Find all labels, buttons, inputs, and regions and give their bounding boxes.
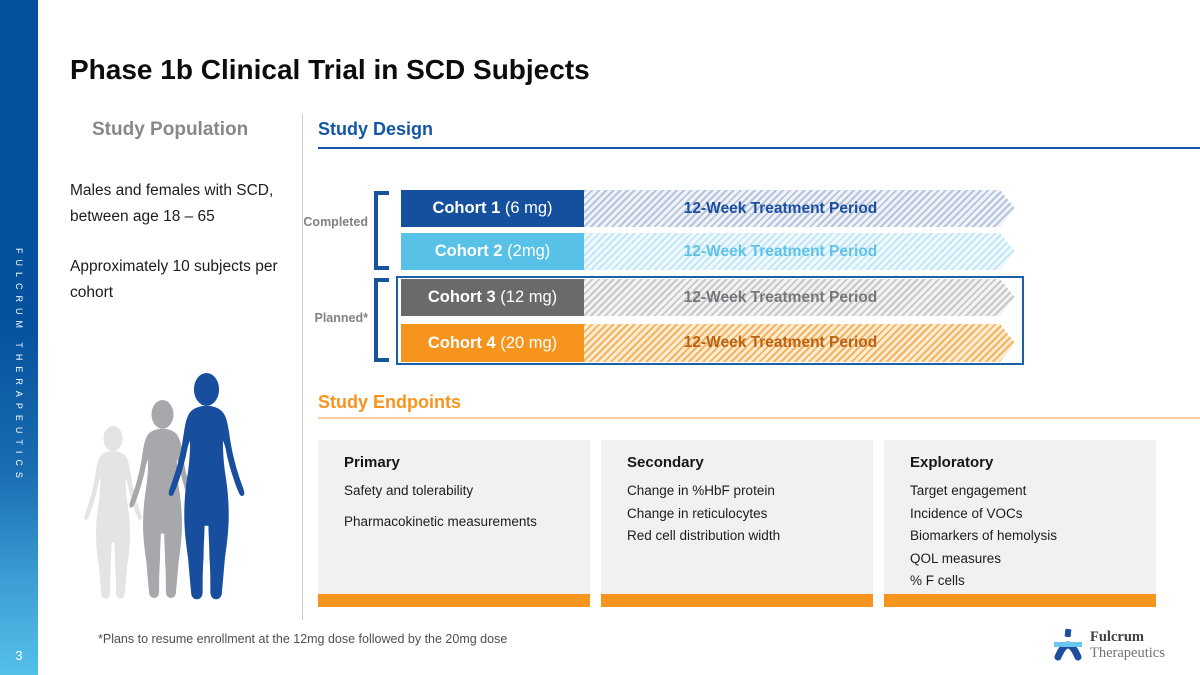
card-accent-bar	[884, 594, 1156, 607]
card-accent-bar	[318, 594, 590, 607]
endpoint-item: Incidence of VOCs	[910, 505, 1023, 521]
planned-cohorts-outline	[396, 276, 1024, 365]
population-description: Males and females with SCD, between age …	[70, 182, 274, 225]
cohort-3-dose: (12 mg)	[500, 288, 558, 306]
card-title-primary: Primary	[344, 454, 400, 471]
endpoint-item: Change in reticulocytes	[627, 505, 768, 521]
cohort-4-treatment-period: 12-Week Treatment Period	[584, 324, 1015, 362]
study-endpoints-heading: Study Endpoints	[318, 392, 461, 412]
cohort-2-dose: (2mg)	[507, 242, 551, 260]
card-title-secondary: Secondary	[627, 454, 704, 471]
vertical-divider	[302, 114, 303, 620]
card-accent-bar	[601, 594, 873, 607]
cohort-2-name: Cohort 2	[434, 242, 503, 260]
cohort-2-treatment-period: 12-Week Treatment Period	[584, 233, 1015, 270]
study-design-underline	[318, 147, 1200, 149]
endpoint-card-secondary: Secondary Change in %HbF protein Change …	[601, 440, 873, 607]
completed-bracket	[374, 191, 389, 270]
endpoint-item: Safety and tolerability	[344, 483, 474, 498]
endpoint-cards: Primary Safety and tolerability Pharmaco…	[318, 440, 1156, 607]
population-cohort-size: Approximately 10 subjects per cohort	[70, 258, 278, 301]
cohort-1-label: Cohort 1 (6 mg)	[401, 190, 584, 227]
fulcrum-logo-text: Fulcrum Therapeutics	[1090, 629, 1165, 661]
cohort-1-treatment-period: 12-Week Treatment Period	[584, 190, 1015, 227]
group-label-planned: Planned*	[314, 311, 369, 325]
endpoint-item: % F cells	[910, 573, 965, 588]
study-population-heading: Study Population	[92, 119, 249, 140]
sidebar-brand-text: FULCRUM THERAPEUTICS	[14, 248, 24, 484]
fulcrum-logo: Fulcrum Therapeutics	[1054, 628, 1165, 662]
human-silhouette-icon-large	[168, 373, 245, 600]
cohort-4-name: Cohort 4	[427, 333, 496, 352]
cohort-2-label: Cohort 2 (2mg)	[401, 233, 584, 270]
cohort-4-label: Cohort 4 (20 mg)	[401, 324, 584, 362]
endpoint-item: Change in %HbF protein	[627, 483, 775, 498]
study-endpoints-underline	[318, 417, 1200, 419]
logo-name: Fulcrum	[1090, 629, 1144, 645]
endpoint-card-exploratory: Exploratory Target engagement Incidence …	[884, 440, 1156, 607]
fulcrum-logo-icon	[1054, 628, 1082, 661]
cohort-3-name: Cohort 3	[427, 288, 496, 306]
page-number: 3	[15, 648, 23, 663]
cohort-1-dose: (6 mg)	[504, 199, 553, 217]
endpoint-item: QOL measures	[910, 550, 1002, 566]
cohort-row-1: Cohort 1 (6 mg) 12-Week Treatment Period	[401, 190, 1015, 227]
cohort-row-3: Cohort 3 (12 mg) 12-Week Treatment Perio…	[401, 279, 1015, 316]
endpoint-card-primary: Primary Safety and tolerability Pharmaco…	[318, 440, 590, 607]
brand-sidebar: FULCRUM THERAPEUTICS 3	[0, 0, 38, 675]
endpoint-item: Target engagement	[910, 483, 1027, 498]
cohort-1-name: Cohort 1	[432, 199, 501, 217]
cohort-row-2: Cohort 2 (2mg) 12-Week Treatment Period	[401, 233, 1015, 270]
cohort-3-label: Cohort 3 (12 mg)	[401, 279, 584, 316]
cohort-4-dose: (20 mg)	[500, 333, 558, 352]
card-title-exploratory: Exploratory	[910, 454, 994, 471]
slide-title: Phase 1b Clinical Trial in SCD Subjects	[70, 54, 590, 85]
logo-subname: Therapeutics	[1090, 645, 1165, 661]
cohort-3-treatment-period: 12-Week Treatment Period	[584, 279, 1015, 316]
footnote: *Plans to resume enrollment at the 12mg …	[98, 632, 508, 646]
study-design-heading: Study Design	[318, 119, 434, 139]
endpoint-item: Biomarkers of hemolysis	[910, 528, 1058, 543]
group-label-completed: Completed	[303, 215, 368, 229]
endpoint-item: Red cell distribution width	[627, 528, 781, 543]
cohort-row-4: Cohort 4 (20 mg) 12-Week Treatment Perio…	[401, 324, 1015, 362]
planned-bracket	[374, 278, 389, 362]
endpoint-item: Pharmacokinetic measurements	[344, 513, 537, 529]
